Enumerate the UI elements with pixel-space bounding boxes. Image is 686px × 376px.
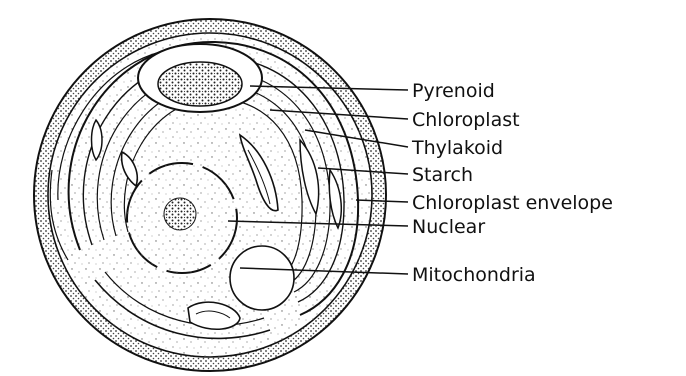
label-starch: Starch: [412, 164, 473, 186]
label-pyrenoid: Pyrenoid: [412, 80, 495, 102]
label-chloroplast: Chloroplast: [412, 109, 520, 131]
label-chloroplast-envelope: Chloroplast envelope: [412, 192, 613, 214]
nucleus: [127, 163, 237, 273]
label-nuclear: Nuclear: [412, 216, 485, 238]
label-mitochondria: Mitochondria: [412, 264, 536, 286]
label-thylakoid: Thylakoid: [411, 137, 503, 159]
vacuole: [230, 246, 294, 310]
pyrenoid: [138, 44, 262, 112]
